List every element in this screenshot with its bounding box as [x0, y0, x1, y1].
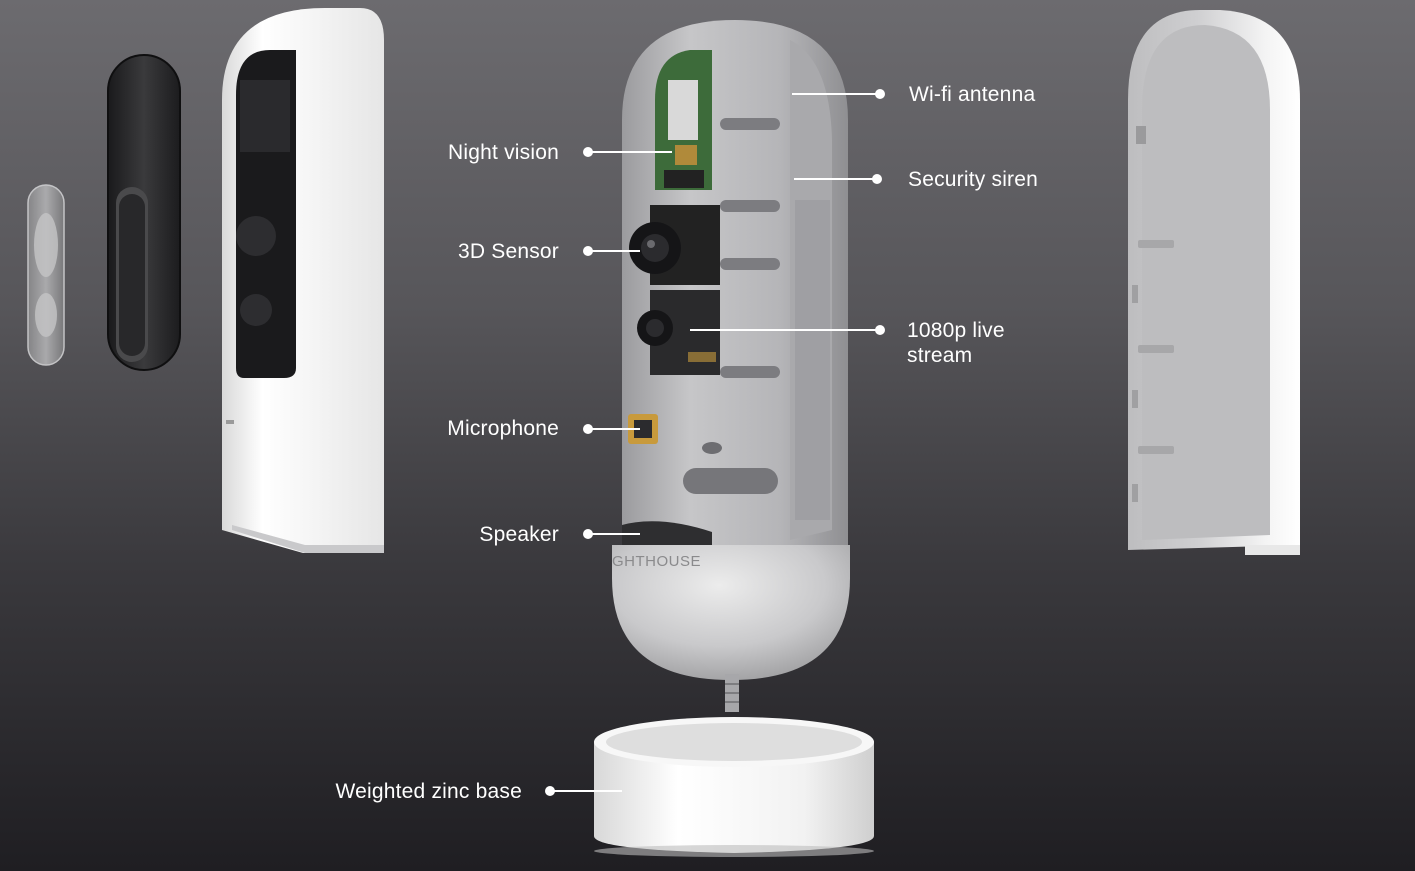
callout-live-stream: 1080p live stream: [907, 318, 1005, 368]
callout-speaker: Speaker: [479, 523, 559, 546]
3d-sensor-callout-line: [583, 246, 640, 256]
callout-live-stream-line1: 1080p live: [907, 319, 1005, 342]
security-siren-callout-line: [794, 174, 882, 184]
zinc-base-callout-line: [545, 786, 622, 796]
callout-lines: [545, 89, 885, 796]
callout-security-siren: Security siren: [908, 168, 1039, 191]
night-vision-callout-line: [583, 147, 672, 157]
speaker-callout-line: [583, 529, 640, 539]
microphone-callout-line: [583, 424, 640, 434]
brand-text: GHTHOUSE: [612, 553, 701, 570]
camera-chassis: GHTHOUSE: [612, 20, 850, 712]
front-shell: [222, 8, 384, 553]
wifi-antenna-callout-line: [792, 89, 885, 99]
callout-night-vision: Night vision: [448, 141, 559, 164]
callout-3d-sensor: 3D Sensor: [457, 240, 559, 263]
back-shell: [1128, 10, 1300, 555]
zinc-base: [594, 717, 874, 857]
callout-microphone: Microphone: [447, 417, 559, 440]
black-bezel: [107, 54, 181, 371]
callout-wifi-antenna: Wi-fi antenna: [909, 83, 1036, 106]
callout-zinc-base: Weighted zinc base: [335, 780, 522, 803]
live-stream-callout-line: [690, 325, 885, 335]
front-lens-cover: [27, 184, 65, 366]
callout-live-stream-line2: stream: [907, 344, 973, 367]
